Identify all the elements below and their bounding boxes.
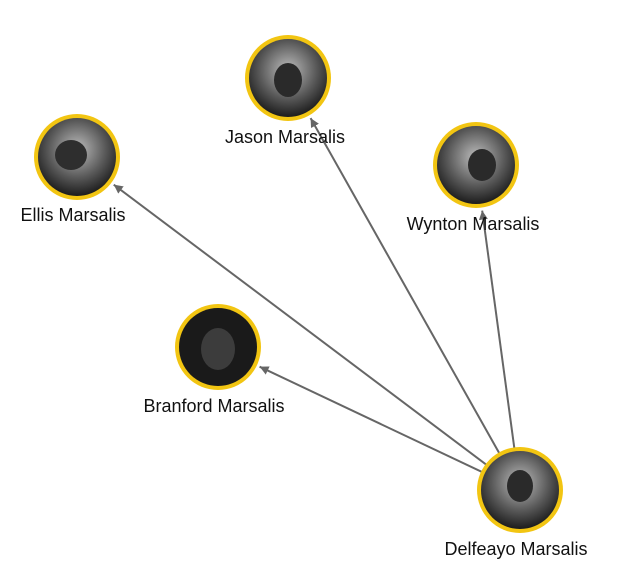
edges-layer bbox=[113, 117, 521, 491]
node-label: Branford Marsalis bbox=[143, 396, 284, 416]
edge-delfeayo-to-wynton bbox=[478, 210, 521, 491]
node-label: Wynton Marsalis bbox=[407, 214, 540, 234]
node-wynton[interactable]: Wynton Marsalis bbox=[407, 122, 540, 234]
node-ellis[interactable]: Ellis Marsalis bbox=[20, 114, 126, 225]
face-shape bbox=[274, 63, 302, 97]
node-branford[interactable]: Branford Marsalis bbox=[143, 304, 285, 416]
node-label: Jason Marsalis bbox=[225, 127, 345, 147]
edge-delfeayo-to-jason bbox=[309, 117, 521, 491]
face-shape bbox=[468, 149, 496, 181]
node-jason[interactable]: Jason Marsalis bbox=[225, 35, 345, 147]
edge-delfeayo-to-ellis bbox=[113, 183, 521, 491]
node-delfeayo[interactable]: Delfeayo Marsalis bbox=[444, 447, 588, 559]
node-label: Ellis Marsalis bbox=[20, 205, 125, 225]
node-label: Delfeayo Marsalis bbox=[444, 539, 587, 559]
face-shape bbox=[507, 470, 533, 502]
face-shape bbox=[201, 328, 235, 370]
edge-delfeayo-to-branford bbox=[259, 365, 521, 491]
face-shape bbox=[55, 140, 87, 170]
